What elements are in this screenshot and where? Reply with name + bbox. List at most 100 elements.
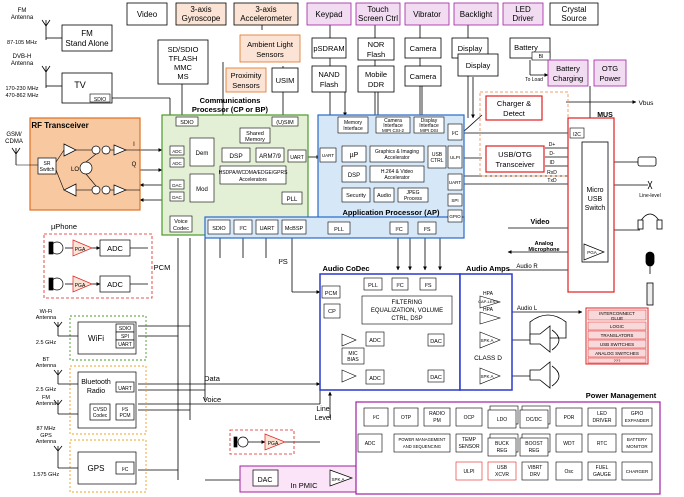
gps-antenna-label-1: GPS xyxy=(40,433,52,439)
cp-uart-box xyxy=(287,149,307,163)
in-pmic-label: In PMIC xyxy=(290,481,318,490)
codec-dac-label-1: DAC xyxy=(430,339,442,345)
speaker-icon-1 xyxy=(529,325,551,353)
wifi-antenna-label-1: Wi-Fi xyxy=(40,309,53,315)
pmic-pga-label: PGA xyxy=(268,441,279,447)
mixer-icon-1 xyxy=(91,145,101,155)
pm-radio-pm-box xyxy=(423,407,451,427)
pmic-dac-box xyxy=(252,469,279,487)
i2s-label: I²S xyxy=(278,257,288,266)
cp-usim-box xyxy=(271,116,299,127)
pm-gpio-expander-label-2: EXPANDER xyxy=(625,418,650,423)
nor-flash-box xyxy=(357,37,395,61)
pm-battery-monitor-label-1: BATTERY xyxy=(627,437,647,442)
battery-charging-label-1: Battery xyxy=(556,64,580,73)
ap-camera-interface-label-1: Camera xyxy=(384,118,402,124)
pm-rtc-label: RTC xyxy=(597,441,608,447)
codec-cp-box xyxy=(323,303,341,319)
gps-i2c-port xyxy=(115,461,135,475)
cp-shared-memory-label-1: Shared xyxy=(246,131,264,137)
cp-shared-memory-box xyxy=(239,127,271,144)
proximity-label-2: Sensors xyxy=(232,81,260,90)
fm-antenna-2-label-3: 87 MHz xyxy=(37,426,56,432)
pm-usb-xcvr-label-2: XCVR xyxy=(495,472,509,478)
pm-i2c-label: I²C xyxy=(373,415,380,421)
ap-display-interface-box xyxy=(413,116,445,134)
display-label-2: Display xyxy=(466,61,491,70)
pmic-spk-a-icon xyxy=(329,469,354,487)
ap-uart-b-box xyxy=(255,219,279,235)
pm-adc-label: ADC xyxy=(365,441,376,447)
psdram-label: pSDRAM xyxy=(313,44,344,53)
cp-adc-a-box xyxy=(169,145,185,156)
cp-mod-label: Mod xyxy=(196,187,208,193)
uphone-label: µPhone xyxy=(51,222,77,231)
pm-seq-label-1: POWER MANAGEMENT xyxy=(399,437,446,442)
pm-led-driver-label-2: DRIVER xyxy=(593,418,612,424)
top-row xyxy=(126,2,599,26)
backlight-box xyxy=(453,2,499,26)
ap-dsp-box xyxy=(341,165,367,183)
micro-usb-label-3: Switch xyxy=(585,205,606,212)
wifi-uart-port xyxy=(115,339,135,349)
cp-adc-a-label: ADC xyxy=(172,149,182,154)
cp-accelerators-box xyxy=(219,165,287,185)
bi-box xyxy=(531,51,551,61)
codec-title: Audio CoDec xyxy=(322,264,369,273)
rxd-label: RxD xyxy=(547,170,557,176)
pm-otp-label: OTP xyxy=(401,415,412,421)
pm-ulpi-box xyxy=(455,461,483,481)
ap-usb-ctrl-label-1: USB xyxy=(432,152,443,158)
ap-sdio-label: SDIO xyxy=(212,226,226,232)
pm-vibrt-drv-label-2: DRV xyxy=(530,472,541,478)
ap-i2c-top-box xyxy=(447,123,463,141)
legend-item-7: ??? xyxy=(614,358,621,363)
ap-uart-label: UART xyxy=(322,153,334,158)
d-plus-label: D+ xyxy=(549,142,556,148)
hpa-icon-2 xyxy=(479,311,502,325)
pmic-spk-a-label: SPK A xyxy=(331,477,344,482)
line-level-icon xyxy=(636,180,653,190)
ap-h264-box xyxy=(369,165,425,183)
ambient-label-2: Sensors xyxy=(256,50,284,59)
ap-i2c-b-box xyxy=(389,221,409,235)
pm-ulpi-label: ULPI xyxy=(463,469,474,475)
cp-arm-label: ARM7/9 xyxy=(259,154,281,160)
cp-adc-b-label: ADC xyxy=(172,161,182,166)
mus-pga-label: PGA xyxy=(587,250,597,255)
dvbh-label-1: DVB-H xyxy=(13,54,32,60)
pmic-mic-icon xyxy=(237,436,249,448)
pm-fuel-gauge-box xyxy=(587,461,617,481)
ap-usb-ctrl-box xyxy=(427,145,447,169)
cp-shared-memory-label-2: Memory xyxy=(245,137,265,143)
wifi-antenna-label-3: 2.5 GHz xyxy=(36,340,56,346)
codec-filtering-label-3: CTRL, DSP xyxy=(391,316,422,322)
nand-label-1: NAND xyxy=(318,70,340,79)
right-connectors xyxy=(636,156,663,306)
cp-demod-box xyxy=(189,137,215,167)
bluetooth-label-1: Bluetooth xyxy=(81,379,111,386)
bt-antenna-label-1: BT xyxy=(42,357,50,363)
otg-power-box xyxy=(593,59,627,87)
cp-voice-codec-box xyxy=(169,215,193,233)
fm-antenna-label-1: FM xyxy=(18,8,27,14)
mus-i2c-label: I2C xyxy=(573,132,581,138)
speaker-icon-2 xyxy=(529,361,551,389)
gps-label: GPS xyxy=(88,464,105,473)
bt-uart-port xyxy=(115,381,135,393)
led-label-2: Driver xyxy=(512,14,534,23)
mobile-ddr-box xyxy=(357,65,395,93)
gsm-label-1: GSM/ xyxy=(6,132,22,138)
pm-boost-reg-box xyxy=(519,437,549,457)
codec-dac-box-1 xyxy=(427,333,445,347)
pmic-pga-icon xyxy=(264,433,286,451)
pm-radio-pm-label-2: PM xyxy=(433,418,441,424)
legend-item-1: INTERCONNECT xyxy=(599,311,635,316)
video-label: Video xyxy=(137,10,158,19)
sd-label-4: MS xyxy=(177,72,188,81)
pm-dcdc-box xyxy=(519,409,549,429)
micro-usb-label-2: USB xyxy=(588,196,603,203)
adc-label-1: ADC xyxy=(107,244,123,253)
cp-accel-label-1: HSDPA/WCDMA/EDGE/GPRS xyxy=(219,170,288,176)
ap-audio-label: Audio xyxy=(377,193,391,199)
